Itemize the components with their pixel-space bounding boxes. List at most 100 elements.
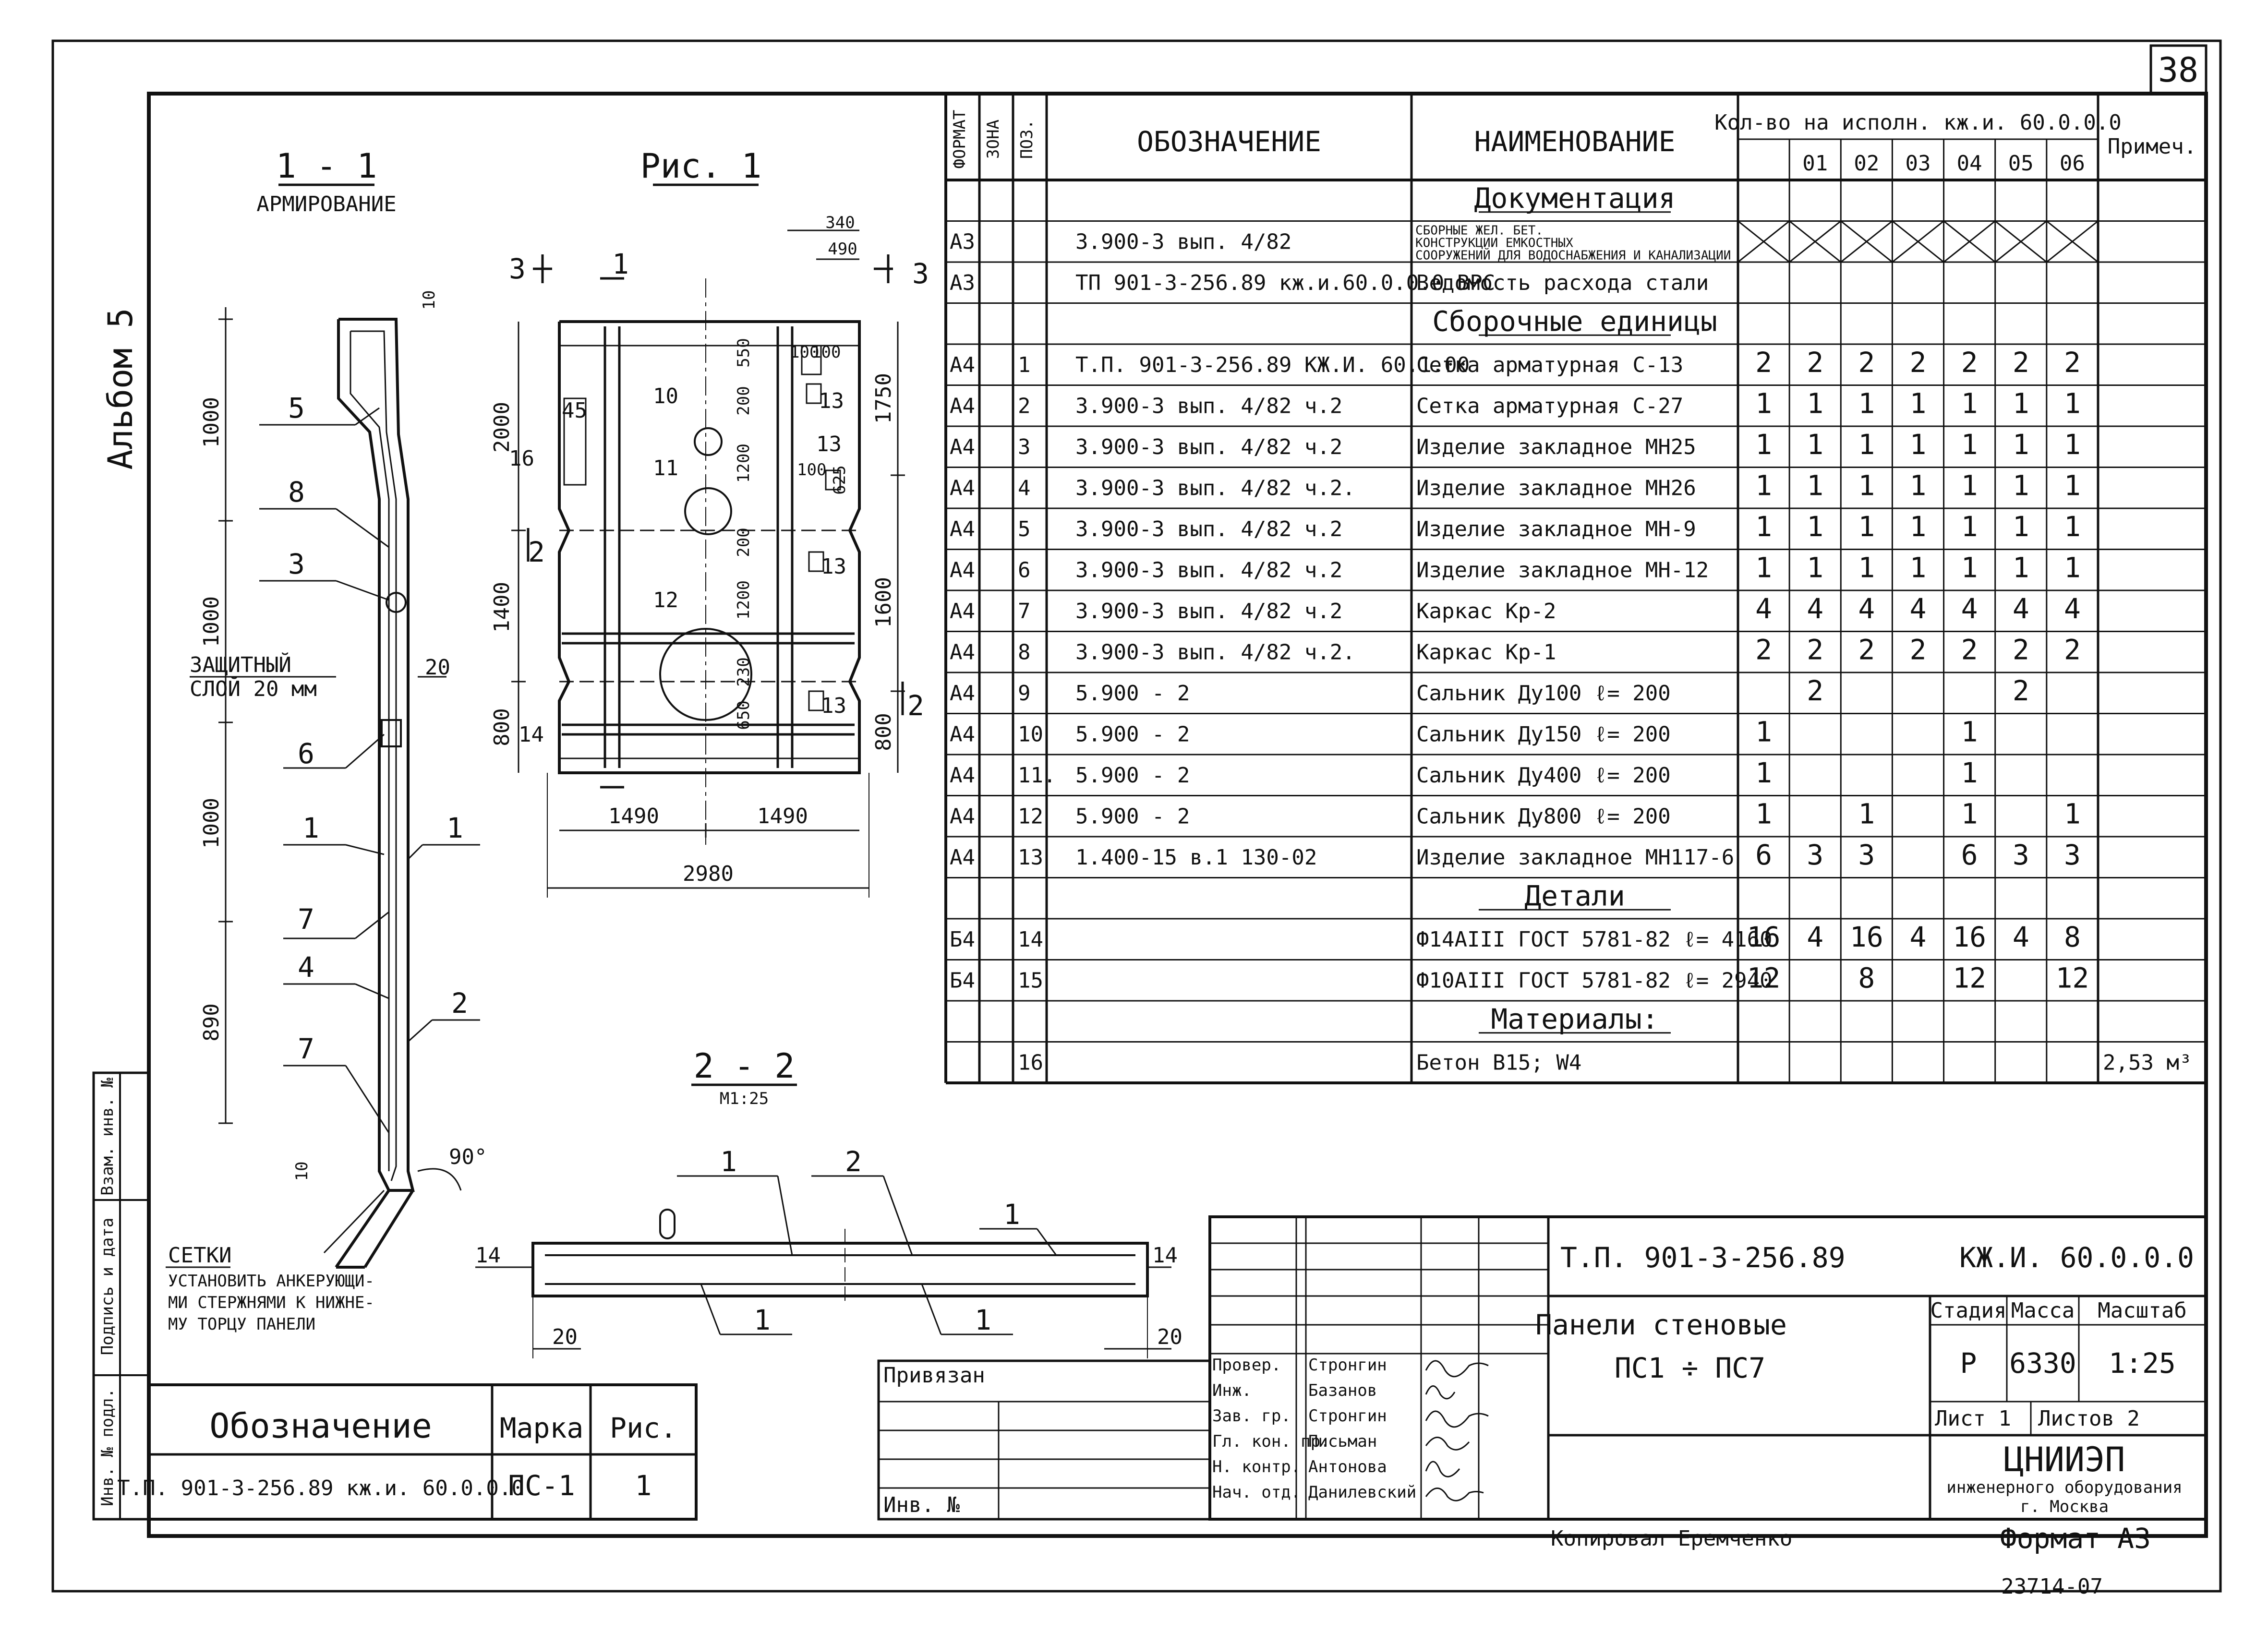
spec-row-6-q5: 1: [2013, 428, 2029, 461]
fig-dim-1750: 1750: [871, 373, 896, 424]
section-11-subtitle: АРМИРОВАНИЕ: [256, 192, 396, 216]
spec-row-name-4: Сетка арматурная С-13: [1416, 353, 1683, 377]
fig-mark-11: 11: [653, 456, 678, 480]
spec-row-format-1: А3: [950, 230, 975, 254]
spec-row-name-14: Сальник Ду400 ℓ= 200: [1416, 763, 1671, 788]
spec-row-7-q6: 1: [2064, 469, 2081, 502]
fig-dim-100-c: 100: [797, 460, 826, 480]
section-22-scale: М1:25: [720, 1089, 769, 1108]
fig-mark-12: 12: [653, 588, 678, 612]
spec-row-10-q1: 4: [1807, 592, 1823, 625]
spec-row-designation-11: 3.900-3 вып. 4/82 ч.2.: [1075, 640, 1355, 665]
fig-mark-13-b: 13: [816, 432, 842, 456]
spec-row-designation-6: 3.900-3 вып. 4/82 ч.2: [1075, 435, 1342, 459]
fig-section-3-right: 3: [912, 257, 929, 290]
spec-row-format-8: А4: [950, 517, 975, 541]
tb-stage-label: Стадия: [1930, 1298, 2007, 1323]
spec-row-format-13: А4: [950, 722, 975, 747]
spec-row-16-q2: 3: [1858, 839, 1875, 871]
tb-title-line2: ПС1 ÷ ПС7: [1615, 1352, 1765, 1384]
spec-section-20: Материалы:: [1491, 1003, 1658, 1035]
spec-row-6-q3: 1: [1910, 428, 1927, 461]
album-label: Альбом 5: [101, 308, 140, 469]
fig-section-2-right: 2: [907, 689, 924, 722]
spec-row-10-q6: 4: [2064, 592, 2081, 625]
fig-dim-650: 650: [734, 700, 753, 730]
mark-5: 5: [288, 392, 305, 424]
spec-row-7-q1: 1: [1807, 469, 1823, 502]
fig-dim-1400: 1400: [490, 582, 514, 633]
spec-row-12-q1: 2: [1807, 674, 1823, 707]
spec-row-18-q2: 16: [1850, 921, 1883, 953]
spec-row-7-q0: 1: [1755, 469, 1772, 502]
stamp-inv-podl: Инв. № подл.: [98, 1388, 117, 1506]
fig-dim-800-left: 800: [490, 708, 514, 746]
s22-mark-1-d: 1: [975, 1304, 991, 1336]
tb-role-6: Нач. отд.: [1212, 1483, 1301, 1502]
tb-scale-label: Масштаб: [2098, 1298, 2186, 1323]
spec-row-designation-2: ТП 901-3-256.89 кж.и.60.0.0.0 ВРС: [1075, 271, 1495, 295]
spec-row-pos-6: 3: [1018, 435, 1031, 459]
spec-row-pos-9: 6: [1018, 558, 1031, 583]
spec-variant-06: 06: [2060, 151, 2085, 176]
spec-row-19-q6: 12: [2056, 962, 2089, 995]
tb-org-sub1: инженерного оборудования: [1946, 1478, 2182, 1497]
spec-row-18-q5: 4: [2013, 921, 2029, 953]
mark-7-bottom: 7: [298, 1032, 314, 1065]
spec-row-name-13: Сальник Ду150 ℓ= 200: [1416, 722, 1671, 747]
privyazan-label: Привязан: [883, 1363, 985, 1388]
spec-row-name-16: Изделие закладное МН117-6: [1416, 845, 1734, 870]
grids-note-3: МИ СТЕРЖНЯМИ К НИЖНЕ-: [168, 1293, 374, 1312]
fig-dim-100-b: 100: [811, 343, 841, 362]
grids-note-4: МУ ТОРЦУ ПАНЕЛИ: [168, 1315, 315, 1334]
spec-section-3: Сборочные единицы: [1432, 305, 1717, 338]
section-22-title: 2 - 2: [694, 1046, 795, 1086]
spec-row-name-11: Каркас Кр-1: [1416, 640, 1556, 665]
tb-name-3: Стронгин: [1308, 1406, 1387, 1426]
spec-row-7-q4: 1: [1961, 469, 1978, 502]
spec-row-format-10: А4: [950, 599, 975, 624]
protective-layer-1: ЗАЩИТНЫЙ: [190, 652, 291, 677]
format-label: Формат А3: [2000, 1522, 2151, 1555]
fig-dim-1200-b: 1200: [734, 580, 753, 620]
stamp-signature-date: Подпись и дата: [98, 1218, 117, 1356]
sheet-number: 38: [2158, 50, 2198, 90]
tb-sheet: Лист 1: [1935, 1406, 2011, 1431]
spec-row-format-4: А4: [950, 353, 975, 377]
spec-row-name-6: Изделие закладное МН25: [1416, 435, 1696, 459]
spec-row-pos-4: 1: [1018, 353, 1031, 377]
spec-header-pos: ПОЗ.: [1017, 120, 1037, 159]
fig-dim-200-b: 200: [734, 528, 753, 557]
fig-mark-13-a: 13: [819, 389, 844, 413]
spec-row-16-q5: 3: [2013, 839, 2029, 871]
spec-variant-01: 01: [1802, 151, 1828, 176]
spec-row-6-q1: 1: [1807, 428, 1823, 461]
spec-row-pos-19: 15: [1018, 969, 1043, 993]
fig-dim-1600: 1600: [871, 577, 896, 628]
spec-row-format-18: Б4: [950, 927, 975, 952]
spec-row-format-5: А4: [950, 394, 975, 419]
tb-name-5: Антонова: [1308, 1457, 1387, 1476]
spec-row-4-q3: 2: [1910, 346, 1927, 379]
section-11-drawing: [190, 307, 480, 1269]
mark-1-left: 1: [302, 812, 319, 844]
dim-10-top: 10: [420, 290, 439, 310]
s22-dim-14-right: 14: [1152, 1243, 1178, 1268]
figure-1-title: Рис. 1: [640, 146, 762, 186]
spec-row-16-q1: 3: [1807, 839, 1823, 871]
dim-20: 20: [425, 655, 450, 680]
spec-row-18-q0: 16: [1747, 921, 1781, 953]
spec-row-pos-7: 4: [1018, 476, 1031, 501]
fig-dim-1490-a: 1490: [608, 804, 659, 828]
fig-dim-625: 625: [830, 465, 849, 494]
spec-row-format-2: А3: [950, 271, 975, 295]
s22-mark-2: 2: [845, 1145, 862, 1178]
spec-row-7-q2: 1: [1858, 469, 1875, 502]
spec-row-16-q4: 6: [1961, 839, 1978, 871]
tb-role-5: Н. контр.: [1212, 1457, 1301, 1476]
dim-1000-c: 1000: [199, 798, 224, 849]
spec-row-7-q5: 1: [2013, 469, 2029, 502]
angle-90: 90°: [449, 1145, 487, 1169]
grids-note-2: УСТАНОВИТЬ АНКЕРУЮЩИ-: [168, 1272, 374, 1291]
